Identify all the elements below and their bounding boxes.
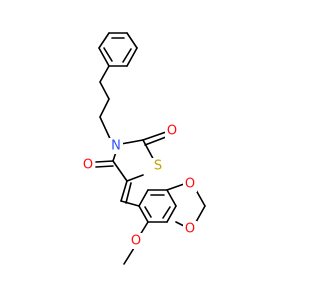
bond bbox=[98, 32, 110, 49]
molecule-diagram: O N S O O O O bbox=[81, 32, 206, 265]
atom-label: O bbox=[183, 176, 197, 192]
bond bbox=[126, 47, 138, 67]
oxygen-atom: O bbox=[167, 124, 177, 139]
bond bbox=[142, 131, 167, 141]
bond bbox=[125, 182, 132, 204]
atom-label: S bbox=[151, 158, 165, 174]
oxygen-atom: O bbox=[83, 158, 93, 173]
atom-label: O bbox=[129, 233, 143, 249]
bond bbox=[195, 205, 206, 223]
sulfur-atom: S bbox=[154, 159, 162, 174]
bond bbox=[120, 180, 128, 202]
bond bbox=[95, 160, 114, 163]
bond bbox=[138, 189, 149, 207]
bond bbox=[166, 205, 177, 223]
bond bbox=[162, 206, 171, 219]
bond bbox=[126, 32, 138, 49]
molecule-structure: O N S O O O O bbox=[81, 32, 206, 265]
atom-label: O bbox=[81, 157, 95, 173]
bond bbox=[99, 98, 110, 118]
bond bbox=[95, 165, 114, 168]
bond bbox=[126, 174, 144, 182]
bond bbox=[99, 65, 110, 83]
atom-label: O bbox=[183, 221, 197, 237]
atom-labels: O N S O O O O bbox=[81, 123, 197, 249]
bond bbox=[195, 189, 206, 207]
bond bbox=[144, 136, 167, 146]
bonds bbox=[95, 32, 206, 265]
bond bbox=[144, 206, 152, 218]
bond bbox=[138, 205, 149, 223]
nitrogen-atom: N bbox=[111, 139, 121, 154]
bond bbox=[112, 160, 128, 182]
atom-label: O bbox=[165, 123, 179, 139]
atom-label: N bbox=[109, 138, 123, 154]
bond bbox=[123, 247, 135, 265]
bond bbox=[120, 200, 140, 207]
bond bbox=[166, 189, 177, 207]
bond bbox=[99, 81, 110, 100]
oxygen-atom: O bbox=[131, 234, 141, 249]
bond bbox=[139, 221, 149, 236]
bond bbox=[120, 139, 144, 145]
oxygen-atom: O bbox=[185, 222, 195, 237]
bond bbox=[122, 48, 132, 63]
bond bbox=[98, 47, 110, 67]
bond bbox=[166, 183, 185, 191]
oxygen-atom: O bbox=[185, 177, 195, 192]
bond bbox=[103, 47, 113, 62]
